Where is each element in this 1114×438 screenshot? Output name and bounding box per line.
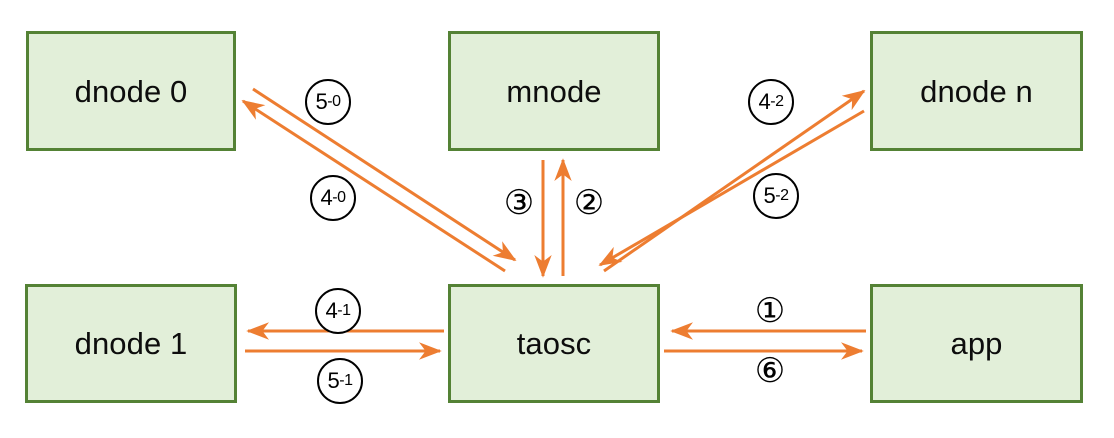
node-label-taosc: taosc bbox=[516, 326, 592, 361]
step-badge-5-2-sub: -2 bbox=[775, 187, 789, 204]
node-label-dnode-n: dnode n bbox=[920, 73, 1033, 109]
step-badge-3-glyph: ③ bbox=[503, 183, 535, 223]
step-badge-1-glyph: ① bbox=[754, 291, 786, 331]
step-badge-5-1: 5 -1 bbox=[317, 358, 363, 404]
node-label-app: app bbox=[950, 326, 1003, 361]
node-label-dnode-1: dnode 1 bbox=[74, 326, 188, 361]
node-dnode-0[interactable]: dnode 0 bbox=[26, 31, 236, 151]
step-badge-6: ⑥ bbox=[750, 351, 790, 391]
step-badge-5-0-sub: -0 bbox=[327, 93, 341, 110]
node-dnode-n[interactable]: dnode n bbox=[870, 31, 1083, 151]
step-badge-4-0: 4 -0 bbox=[310, 175, 356, 221]
step-badge-5-2-main: 5 bbox=[763, 183, 776, 208]
step-badge-4-1-main: 4 bbox=[325, 298, 338, 323]
step-badge-4-1: 4 -1 bbox=[315, 288, 361, 334]
step-badge-6-glyph: ⑥ bbox=[754, 351, 786, 391]
step-badge-4-1-sub: -1 bbox=[337, 302, 351, 319]
step-badge-4-2: 4 -2 bbox=[748, 79, 794, 125]
node-label-mnode: mnode bbox=[506, 73, 602, 109]
step-badge-2: ② bbox=[569, 183, 609, 223]
step-badge-5-0: 5 -0 bbox=[305, 79, 351, 125]
step-badge-5-1-sub: -1 bbox=[339, 372, 353, 389]
node-app[interactable]: app bbox=[870, 284, 1083, 403]
step-badge-1: ① bbox=[750, 291, 790, 331]
node-dnode-1[interactable]: dnode 1 bbox=[25, 284, 237, 403]
step-badge-2-glyph: ② bbox=[573, 183, 605, 223]
node-label-dnode-0: dnode 0 bbox=[74, 73, 188, 109]
step-badge-5-0-main: 5 bbox=[315, 89, 328, 114]
node-taosc[interactable]: taosc bbox=[448, 284, 660, 403]
step-badge-4-0-main: 4 bbox=[320, 185, 333, 210]
step-badge-4-2-sub: -2 bbox=[770, 93, 784, 110]
step-badge-5-2: 5 -2 bbox=[753, 173, 799, 219]
step-badge-4-2-main: 4 bbox=[758, 89, 771, 114]
step-badge-3: ③ bbox=[499, 183, 539, 223]
step-badge-4-0-sub: -0 bbox=[332, 189, 346, 206]
step-badge-5-1-main: 5 bbox=[327, 368, 340, 393]
node-mnode[interactable]: mnode bbox=[448, 31, 660, 151]
